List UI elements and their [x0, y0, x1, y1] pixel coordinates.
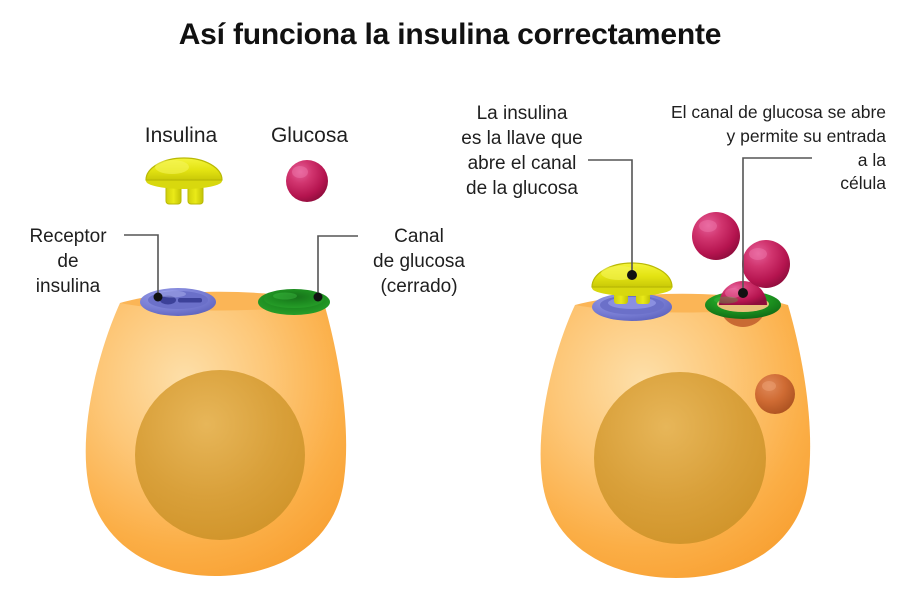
insulin-receptor-bound-icon — [592, 293, 672, 321]
page-title: Así funciona la insulina correctamente — [178, 18, 722, 51]
label-canal-de-glucosa-cerrado: Canal de glucosa (cerrado) — [373, 226, 465, 298]
glucose-sphere-icon — [719, 281, 767, 305]
label-receptor-de-insulina: Receptor de insulina — [29, 226, 107, 298]
legend-insulin-label: Insulina — [144, 124, 218, 147]
label-canal-se-abre: El canal de glucosa se abre y permite su… — [671, 102, 886, 194]
insulin-key-docked-icon — [591, 262, 673, 304]
glucose-sphere-icon — [742, 240, 790, 288]
left-cell — [85, 291, 347, 576]
cell-nucleus-icon — [135, 370, 305, 540]
glucose-sphere-icon — [286, 160, 328, 202]
label-insulina-es-la-llave: La insulina es la llave que abre el cana… — [461, 103, 583, 200]
legend-glucose-label: Glucosa — [270, 124, 349, 147]
leader-line-receptor — [124, 234, 163, 302]
cell-nucleus-icon — [594, 372, 766, 544]
glucose-channel-closed-icon — [258, 289, 330, 315]
insulin-key-icon — [145, 157, 223, 205]
glucose-channel-open-icon — [705, 281, 781, 327]
right-cell — [540, 293, 811, 578]
leader-line-insulin-key — [588, 159, 637, 280]
glucose-inside-cell-icon — [755, 374, 795, 414]
leader-line-channel-closed — [313, 235, 358, 302]
glucose-sphere-icon — [692, 212, 740, 260]
insulin-receptor-icon — [140, 288, 216, 316]
